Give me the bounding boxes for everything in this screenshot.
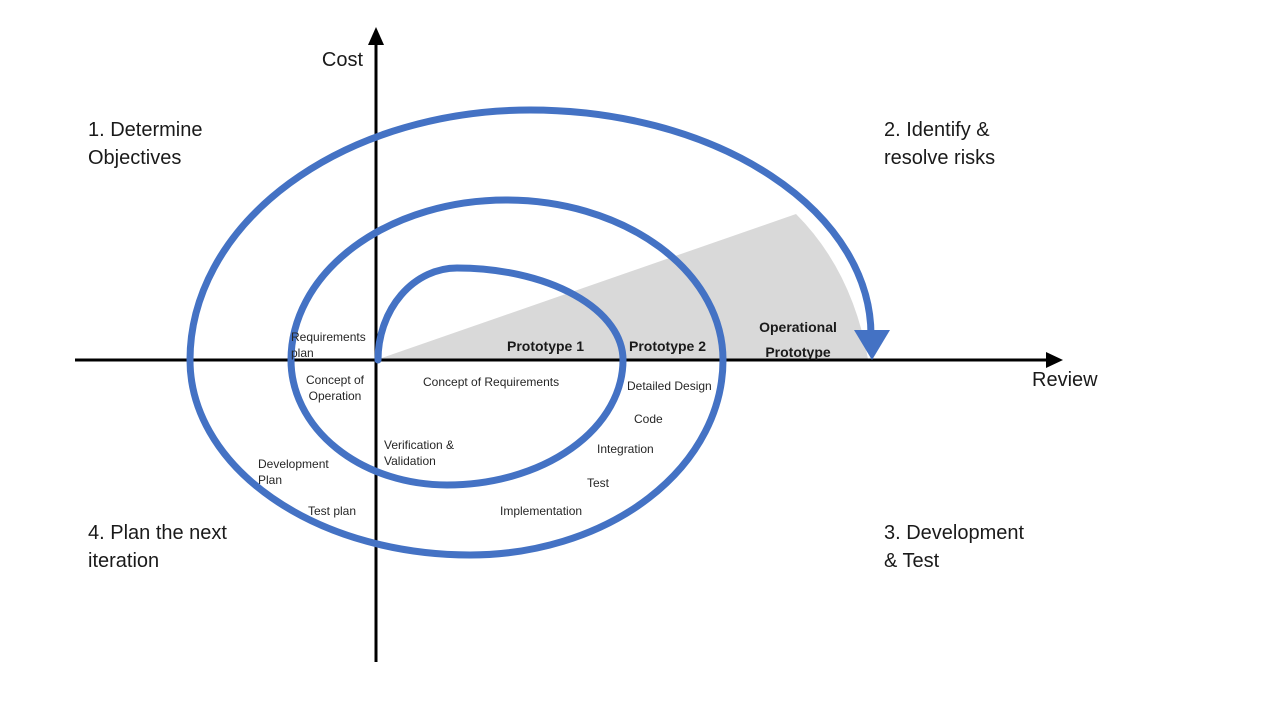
label-quadrant-1: 1. Determine Objectives bbox=[88, 116, 203, 172]
label-line: 2. Identify & bbox=[884, 119, 990, 141]
label-quadrant-4: 4. Plan the next iteration bbox=[88, 519, 227, 575]
label-line: Verification & bbox=[384, 438, 455, 452]
label-line: 1. Determine bbox=[88, 119, 203, 141]
x-axis-arrow-icon bbox=[1046, 352, 1063, 368]
spiral-end-arrow-icon bbox=[854, 330, 890, 360]
label-line: Plan bbox=[258, 473, 283, 487]
y-axis-label: Cost bbox=[321, 49, 363, 71]
label-test-plan: Test plan bbox=[308, 504, 357, 518]
shaded-wedge-region bbox=[379, 214, 868, 359]
label-concept-of-requirements: Concept of Requirements bbox=[423, 375, 560, 389]
label-concept-of-operation: Concept of Operation bbox=[300, 372, 370, 404]
y-axis-arrow-icon bbox=[368, 27, 384, 45]
label-line: Concept of bbox=[305, 373, 365, 387]
label-line: Operational bbox=[759, 319, 837, 335]
label-implementation: Implementation bbox=[500, 504, 583, 518]
label-line: 3. Development bbox=[884, 522, 1025, 544]
label-line: iteration bbox=[88, 550, 160, 572]
label-requirements-plan: Requirements plan bbox=[291, 329, 366, 361]
label-prototype-1: Prototype 1 bbox=[507, 338, 585, 354]
label-operational-prototype: Operational Prototype bbox=[745, 315, 851, 365]
label-development-plan: Development Plan bbox=[258, 456, 329, 488]
label-integration: Integration bbox=[597, 442, 654, 456]
label-line: Objectives bbox=[88, 147, 182, 169]
spiral-curve bbox=[186, 106, 875, 559]
label-prototype-2: Prototype 2 bbox=[629, 338, 707, 354]
label-line: Prototype bbox=[765, 344, 831, 360]
label-line: 4. Plan the next bbox=[88, 522, 227, 544]
x-axis-label: Review bbox=[1032, 369, 1098, 391]
label-quadrant-3: 3. Development & Test bbox=[884, 519, 1024, 575]
label-test: Test bbox=[587, 476, 610, 490]
label-line: Requirements bbox=[291, 330, 366, 344]
label-line: plan bbox=[291, 346, 314, 360]
label-line: Operation bbox=[308, 389, 362, 403]
label-line: & Test bbox=[884, 550, 940, 572]
label-line: Validation bbox=[384, 454, 436, 468]
label-verification-validation: Verification & Validation bbox=[384, 437, 454, 469]
label-detailed-design: Detailed Design bbox=[627, 379, 712, 393]
label-line: resolve risks bbox=[884, 147, 996, 169]
label-quadrant-2: 2. Identify & resolve risks bbox=[884, 116, 995, 172]
label-line: Development bbox=[258, 457, 329, 471]
label-code: Code bbox=[634, 412, 663, 426]
